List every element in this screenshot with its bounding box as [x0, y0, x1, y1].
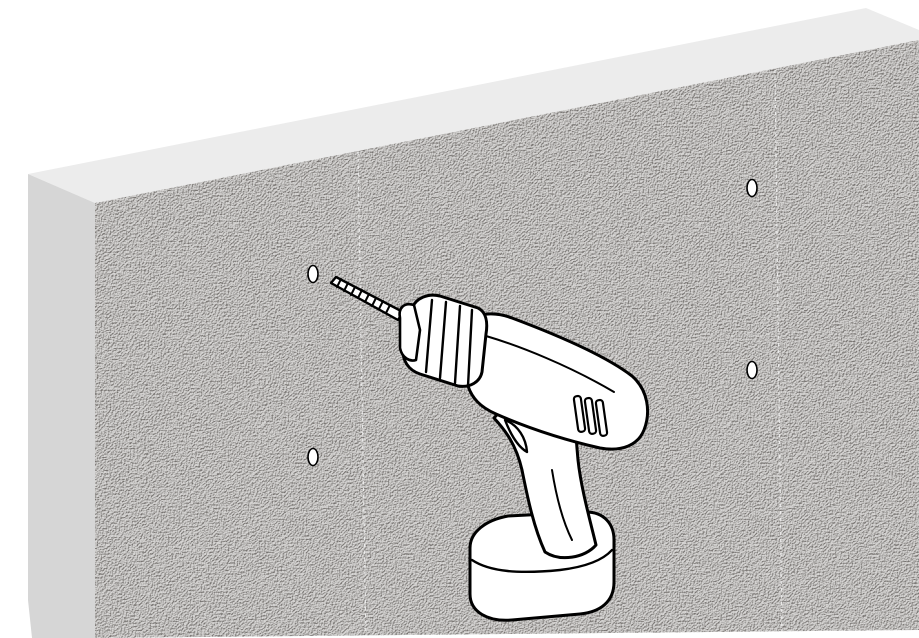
drill-bit	[329, 275, 405, 322]
holes	[307, 178, 758, 467]
panel-top-face	[28, 8, 919, 203]
grip-trigger	[503, 418, 529, 454]
body-highlight	[485, 335, 615, 393]
hole-icon	[307, 264, 319, 284]
drill-chuck	[398, 293, 489, 388]
drill-icon	[329, 275, 649, 622]
hole-icon	[746, 360, 758, 380]
grip-groove	[551, 469, 573, 541]
vent-slots	[572, 394, 609, 437]
hole-icon	[307, 447, 319, 467]
panel-side-face	[28, 174, 95, 638]
hole-icon	[746, 178, 758, 198]
